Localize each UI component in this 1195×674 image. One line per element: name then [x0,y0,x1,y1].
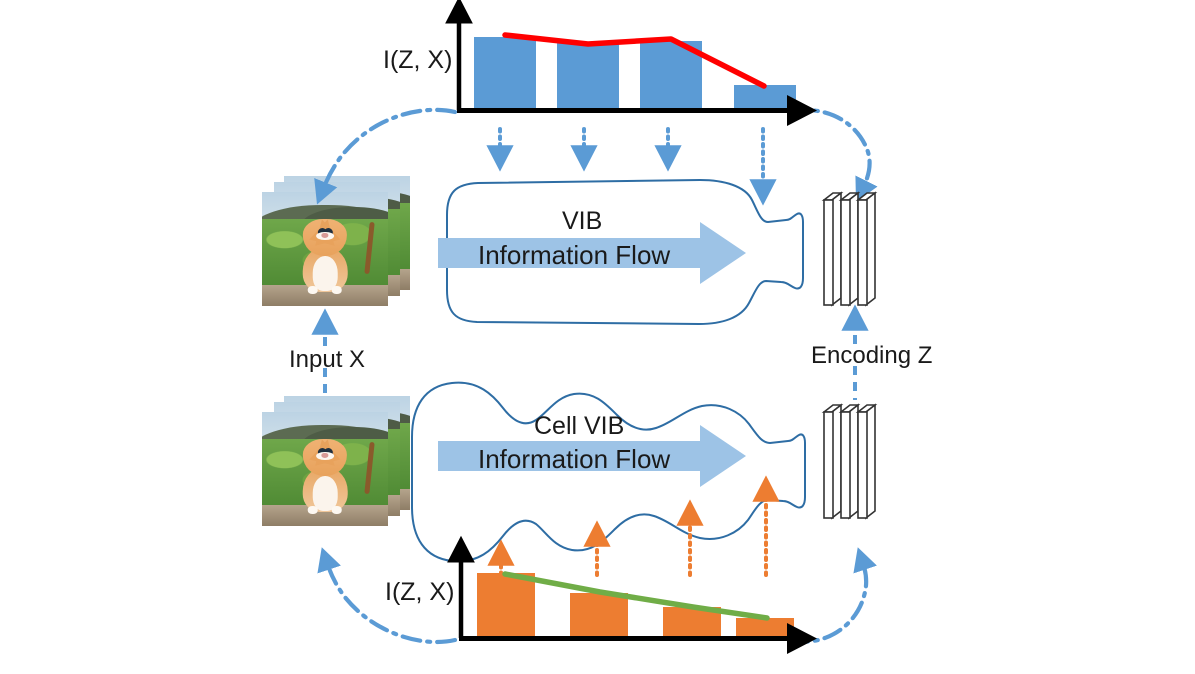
top-bar-4 [734,85,796,110]
input-image-stack-bottom [262,396,422,536]
vib-information-flow-label: Information Flow [478,240,671,270]
orange-dotted-arrows [487,475,780,577]
encoding-bar-3d-icon [821,191,844,307]
cell-vib-bottleneck-shape [411,381,806,563]
encoding-z-label: Encoding Z [811,342,933,369]
bottom-bar-4 [736,618,794,637]
encoding-bar-3d-icon [855,403,878,520]
input-image-stack-top [262,176,422,316]
encoding-bar-3d-icon [821,403,844,520]
encoding-bar-3d-icon [838,191,861,307]
top-bar-2 [557,42,619,110]
bottom-information-flow-arrow [438,425,746,487]
bottom-chart-y-label: I(Z, X) [385,578,455,606]
encoding-bar-3d-icon [855,191,878,307]
encoding-z-bars-bottom [821,403,878,520]
photo-front [262,412,388,526]
bottom-bar-1 [477,573,535,637]
encoding-z-bars-top [821,191,878,307]
encoding-bar-3d-icon [838,403,861,520]
cell-vib-information-flow-label: Information Flow [478,444,671,474]
top-chart [445,0,818,126]
top-information-flow-arrow [438,222,746,284]
bottom-chart [447,535,818,654]
feedback-loop-bottom-left [317,547,458,645]
feedback-loop-top-left [314,107,458,205]
feedback-loop-bottom-right [787,547,877,644]
bottom-bar-2 [570,593,628,637]
top-trend-line [502,32,767,89]
cell-vib-title-label: Cell VIB [534,412,625,440]
kitten-illustration [290,213,361,294]
bottom-trend-line [502,571,770,621]
input-x-label: Input X [289,346,366,373]
photo-front [262,192,388,306]
blue-dotted-arrows [486,127,777,206]
kitten-illustration [290,433,361,514]
feedback-loop-top-right [787,108,878,203]
top-chart-y-label: I(Z, X) [383,46,453,74]
top-bar-1 [474,37,536,110]
vib-title-label: VIB [562,207,603,235]
